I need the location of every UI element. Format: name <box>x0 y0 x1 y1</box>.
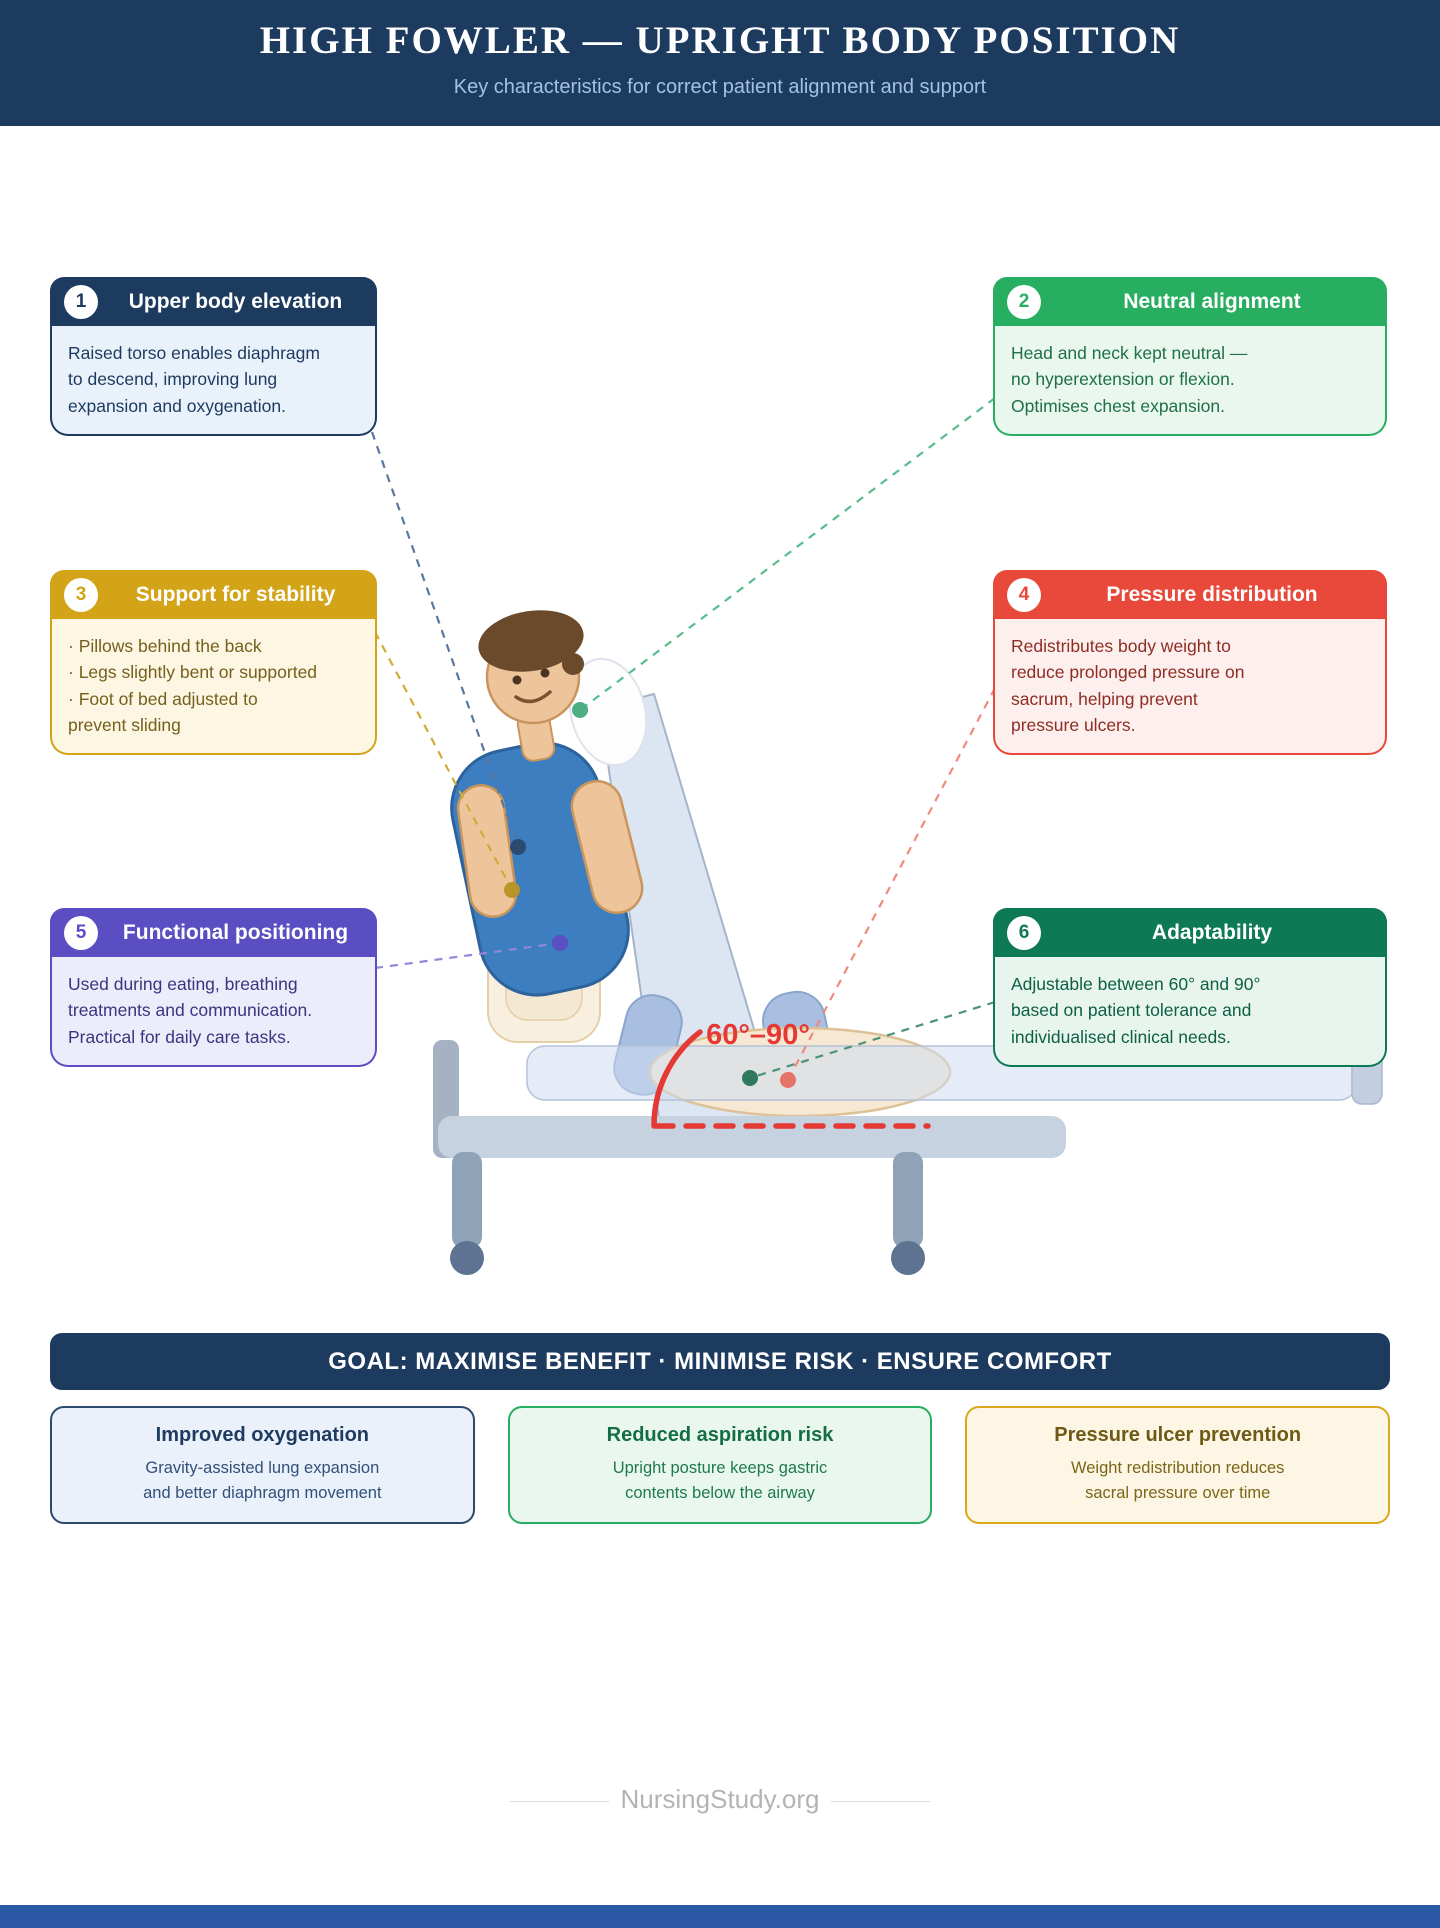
footer: NursingStudy.org <box>510 1784 930 1815</box>
bed-wheel-right <box>891 1241 925 1275</box>
connector-line-1 <box>370 431 520 848</box>
callout-6-body: Adjustable between 60° and 90° based on … <box>993 957 1387 1067</box>
callout-6-number-badge: 6 <box>1007 915 1041 950</box>
benefit-card-pressure-ulcer-prevention: Pressure ulcer prevention Weight redistr… <box>965 1406 1391 1524</box>
benefit-3-body: Weight redistribution reduces sacral pre… <box>1070 1459 1285 1502</box>
callout-1-number-badge: 1 <box>64 284 98 319</box>
goal-banner: GOAL: MAXIMISE BENEFIT · MINIMISE RISK ·… <box>50 1333 1390 1390</box>
connector-line-5 <box>374 941 561 970</box>
footer-site-name: NursingStudy.org <box>608 1784 832 1815</box>
callout-pressure-distribution: 4 Pressure distribution Redistributes bo… <box>993 570 1387 755</box>
callout-6-title: Adaptability <box>1151 920 1273 944</box>
callout-6-header: 6 Adaptability <box>993 908 1387 957</box>
benefit-2-title: Reduced aspiration risk <box>606 1424 834 1446</box>
benefit-1-title: Improved oxygenation <box>155 1424 370 1446</box>
callout-5-number-badge: 5 <box>64 915 98 950</box>
angle-arc <box>651 1029 703 1129</box>
patient-torso <box>450 741 630 997</box>
pillow <box>568 657 648 767</box>
marker-dot-1 <box>510 839 526 855</box>
bed-wheel-left <box>450 1241 484 1275</box>
benefit-card-reduced-aspiration-risk: Reduced aspiration risk Upright posture … <box>507 1406 933 1524</box>
page-title: HIGH FOWLER — UPRIGHT BODY POSITION <box>259 19 1181 62</box>
benefit-card-improved-oxygenation: Improved oxygenation Gravity-assisted lu… <box>50 1406 475 1524</box>
patient-head <box>485 629 581 725</box>
callout-2-body: Head and neck kept neutral — no hyperext… <box>993 326 1387 436</box>
callout-3-header: 3 Support for stability <box>50 570 377 619</box>
callout-1-header: 1 Upper body elevation <box>50 277 377 326</box>
callout-4-header: 4 Pressure distribution <box>993 570 1387 619</box>
patient-arm-near <box>456 784 518 918</box>
legs-cover <box>648 1026 952 1118</box>
callout-4-title: Pressure distribution <box>1106 582 1318 606</box>
callout-5-title: Functional positioning <box>122 920 349 944</box>
callout-2-header: 2 Neutral alignment <box>993 277 1387 326</box>
patient-hair <box>478 610 584 672</box>
callout-upper-body-elevation: 1 Upper body elevation Raised torso enab… <box>50 277 377 436</box>
callout-4-number-badge: 4 <box>1007 577 1041 612</box>
patient-neck <box>516 710 556 762</box>
benefits-row: Improved oxygenation Gravity-assisted lu… <box>50 1406 1391 1524</box>
callout-2-number-badge: 2 <box>1007 284 1041 319</box>
connector-line-6 <box>749 1000 996 1080</box>
callout-4-body: Redistributes body weight to reduce prol… <box>993 619 1387 755</box>
marker-dot-6 <box>742 1070 758 1086</box>
patient-knee-left <box>613 994 683 1096</box>
patient-arm-far <box>570 779 644 915</box>
connector-line-2 <box>579 397 996 711</box>
callout-support-for-stability: 3 Support for stability · Pillows behind… <box>50 570 377 755</box>
callout-functional-positioning: 5 Functional positioning Used during eat… <box>50 908 377 1067</box>
patient-hair-fringe <box>562 653 584 675</box>
connector-line-3 <box>374 631 513 891</box>
patient-eye-right <box>540 668 550 678</box>
patient-eye-left <box>512 675 522 685</box>
benefit-1-body: Gravity-assisted lung expansion and bett… <box>143 1459 382 1502</box>
connector-line-4 <box>787 687 996 1081</box>
patient-knee-right <box>762 990 836 1098</box>
benefit-3-title: Pressure ulcer prevention <box>1054 1424 1302 1446</box>
callout-1-body: Raised torso enables diaphragm to descen… <box>50 326 377 436</box>
seat-cushion-inner <box>505 915 583 1021</box>
marker-dot-2 <box>572 702 588 718</box>
marker-dot-5 <box>552 935 568 951</box>
bed-headpost <box>433 1040 459 1158</box>
seat-cushion <box>487 899 601 1043</box>
patient-smile <box>514 690 552 704</box>
callout-2-title: Neutral alignment <box>1123 289 1301 313</box>
marker-dot-3 <box>504 882 520 898</box>
callout-1-title: Upper body elevation <box>128 289 343 313</box>
benefit-2-body: Upright posture keeps gastric contents b… <box>612 1459 828 1502</box>
callout-3-title: Support for stability <box>135 582 336 606</box>
callout-5-body: Used during eating, breathing treatments… <box>50 957 377 1067</box>
bed-backrest <box>599 693 781 1127</box>
callout-3-body: · Pillows behind the back · Legs slightl… <box>50 619 377 755</box>
callout-5-header: 5 Functional positioning <box>50 908 377 957</box>
bed-frame <box>438 1116 1066 1158</box>
callout-neutral-alignment: 2 Neutral alignment Head and neck kept n… <box>993 277 1387 436</box>
callout-adaptability: 6 Adaptability Adjustable between 60° an… <box>993 908 1387 1067</box>
page-subtitle: Key characteristics for correct patient … <box>453 76 987 98</box>
bed-leg-left <box>452 1152 482 1248</box>
bed-leg-right <box>893 1152 923 1248</box>
marker-dot-4 <box>780 1072 796 1088</box>
callout-3-number-badge: 3 <box>64 577 98 612</box>
header-banner: HIGH FOWLER — UPRIGHT BODY POSITION Key … <box>0 0 1440 126</box>
angle-label: 60°–90° <box>706 1019 810 1051</box>
bottom-accent-bar <box>0 1905 1440 1928</box>
